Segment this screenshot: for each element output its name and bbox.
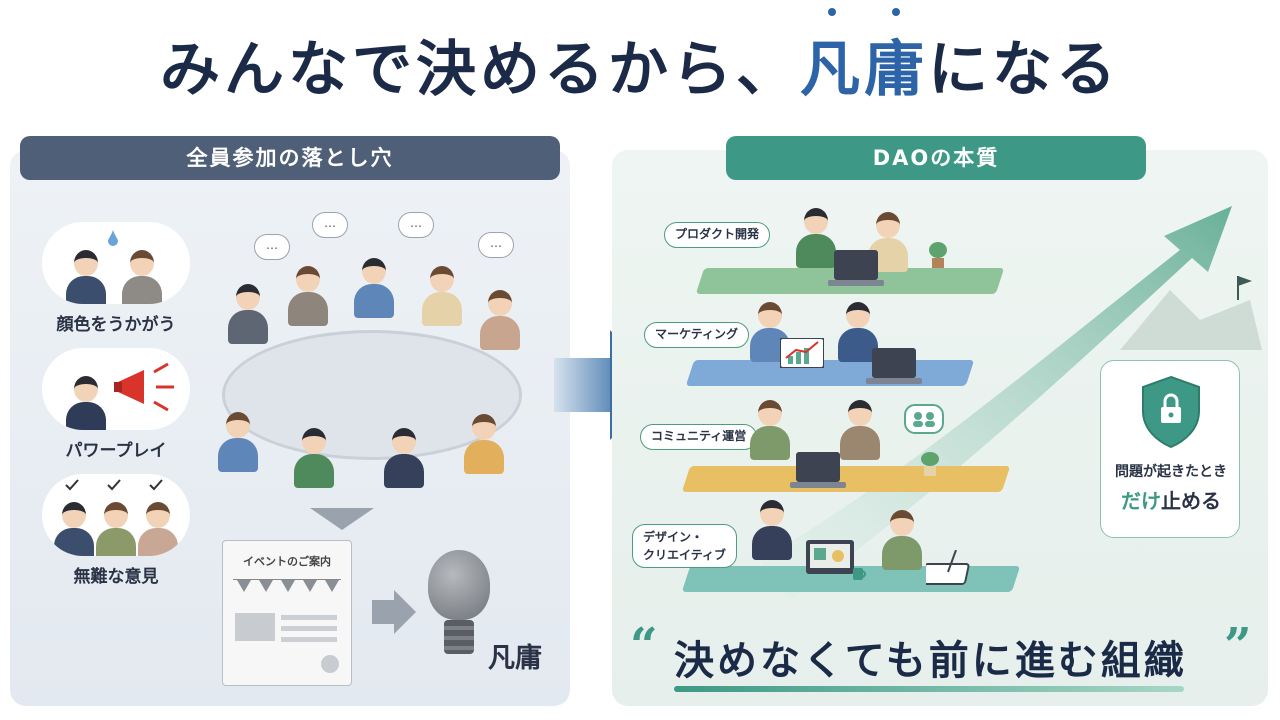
- thought-bubble: …: [254, 234, 290, 260]
- flyer-text-lines: [281, 615, 337, 648]
- shield-text-rest: 止める: [1161, 489, 1221, 513]
- emphasis-dots: [800, 8, 928, 16]
- title-accent: 凡庸: [800, 8, 928, 120]
- bunting-icon: [233, 579, 341, 595]
- title-accent-text: 凡庸: [800, 35, 928, 105]
- meeting-table: [222, 330, 522, 460]
- thought-bubble: …: [478, 232, 514, 258]
- flyer-title: イベントのご案内: [243, 555, 331, 568]
- team-member: [748, 398, 798, 470]
- laptop-icon: [828, 250, 884, 286]
- tier-label-design-line2: クリエイティブ: [643, 548, 727, 562]
- pitfall-label: 顔色をうかがう: [56, 315, 176, 335]
- shield-text-emphasis: だけ: [1121, 489, 1161, 513]
- shield-text-line2: だけ止める: [1101, 485, 1241, 514]
- megaphone-icon: [114, 362, 174, 412]
- pitfall-label: 無難な意見: [73, 567, 159, 587]
- event-flyer: イベントのご案内: [222, 540, 352, 686]
- laptop-icon: [790, 452, 846, 488]
- meeting-person: [420, 264, 470, 334]
- pitfall-power-play: パワープレイ: [36, 348, 196, 461]
- sweat-drop-icon: [108, 230, 118, 246]
- team-member: [838, 398, 888, 470]
- check-icon: [65, 479, 163, 491]
- design-monitor-icon: [806, 540, 854, 574]
- people-chat-icon: [904, 404, 944, 434]
- nodding-woman-icon: [136, 500, 180, 556]
- mug-icon: [853, 568, 866, 580]
- dao-header: DAOの本質: [726, 136, 1146, 180]
- meeting-person: [286, 264, 336, 334]
- chart-screen-icon: [780, 338, 824, 368]
- tier-label-design-line1: デザイン・: [643, 530, 704, 544]
- pitfall-illustration: [42, 348, 190, 430]
- team-member: [836, 300, 886, 366]
- meeting-person: [292, 426, 342, 496]
- meeting-person: [462, 412, 512, 482]
- team-member: [880, 508, 930, 574]
- pitfall-reading-faces: 顔色をうかがう: [36, 222, 196, 335]
- transition-arrow-icon: [554, 330, 662, 440]
- nodding-man-icon: [52, 500, 96, 556]
- result-label: 凡庸: [488, 643, 542, 674]
- pitfall-safe-opinions: 無難な意見: [36, 474, 196, 587]
- pitfall-label: パワープレイ: [65, 441, 167, 461]
- tier-label-design: デザイン・ クリエイティブ: [632, 524, 738, 568]
- drawing-tablet-icon: [926, 550, 970, 585]
- lightbulb-icon: [424, 550, 494, 670]
- page-title: みんなで決めるから、凡庸になる: [0, 8, 1280, 120]
- meeting-person: [382, 426, 432, 496]
- pitfall-illustration: [42, 222, 190, 304]
- slogan: “ 決めなくても前に進む組織 ”: [630, 618, 1260, 698]
- plant-icon: [921, 452, 939, 476]
- pitfalls-panel: 全員参加の落とし穴 顔色をうかがう: [10, 136, 570, 706]
- pitfalls-header: 全員参加の落とし穴: [20, 136, 560, 180]
- tier-label-product: プロダクト開発: [664, 222, 771, 248]
- meeting-person: [352, 256, 402, 326]
- title-prefix: みんなで決めるから、: [160, 35, 800, 105]
- quote-open-icon: “: [630, 618, 658, 674]
- meeting-person: [226, 282, 276, 352]
- stop-only-when-issue-card: 問題が起きたとき だけ止める: [1100, 360, 1240, 538]
- worried-woman-icon: [120, 248, 164, 304]
- pitfall-illustration: [42, 474, 190, 556]
- tier-label-community: コミュニティ運営: [640, 424, 758, 450]
- shield-text-line1: 問題が起きたとき: [1115, 464, 1227, 480]
- shield-lock-icon: [1142, 375, 1200, 449]
- team-member: [794, 206, 844, 272]
- flyer-image-placeholder: [235, 613, 275, 641]
- thought-bubble: …: [398, 212, 434, 238]
- worried-man-icon: [64, 248, 108, 304]
- tier-marketing: [685, 360, 975, 386]
- down-arrow-icon: [310, 508, 374, 530]
- nodding-woman-icon: [94, 500, 138, 556]
- slogan-text: 決めなくても前に進む組織: [674, 638, 1187, 684]
- round-table-meeting: … … … …: [202, 212, 542, 502]
- thought-bubble: …: [312, 212, 348, 238]
- title-suffix: になる: [928, 35, 1120, 105]
- meeting-person: [216, 410, 266, 480]
- team-member: [750, 498, 800, 574]
- laptop-icon: [866, 348, 922, 384]
- flyer-stamp: [321, 655, 339, 673]
- tier-label-marketing: マーケティング: [644, 322, 750, 348]
- meeting-person: [478, 288, 528, 358]
- slogan-underline: [674, 686, 1184, 692]
- plant-icon: [929, 242, 947, 268]
- arrow-right-icon: [372, 590, 416, 634]
- shouting-man-icon: [64, 374, 108, 430]
- quote-close-icon: ”: [1224, 618, 1252, 674]
